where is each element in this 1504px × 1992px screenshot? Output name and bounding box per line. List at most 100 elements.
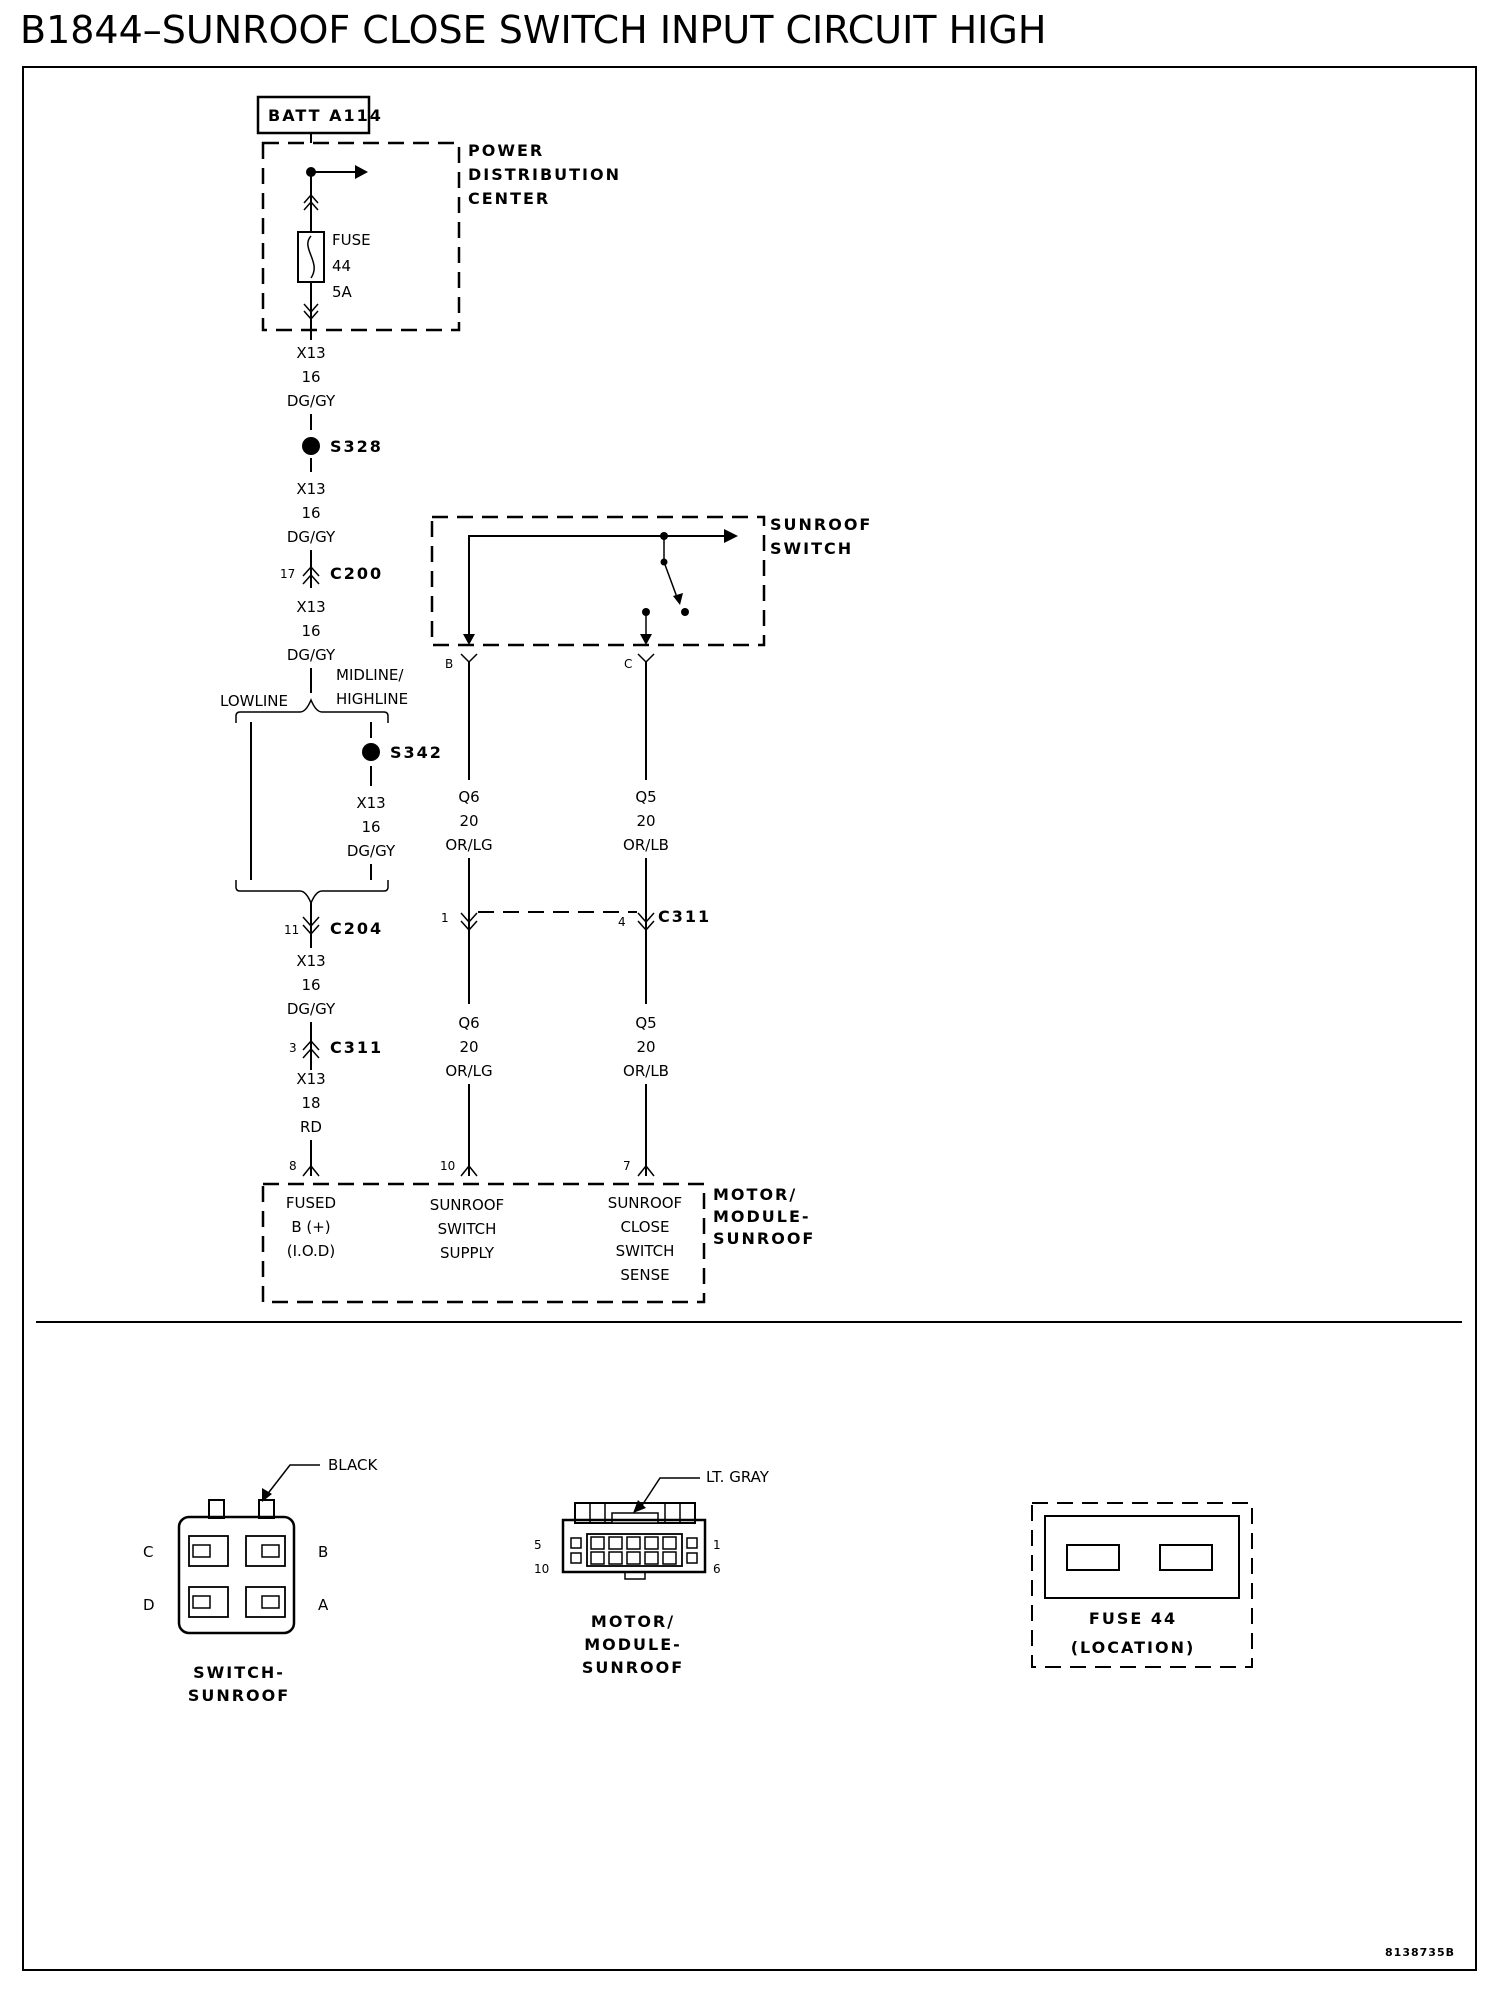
switch-key-right xyxy=(258,1499,275,1519)
fuse-location-view xyxy=(1031,1502,1253,1668)
c311-left-pin: 3 xyxy=(289,1041,297,1055)
fuse-label-2: 44 xyxy=(332,257,351,275)
motor-pin-5: 5 xyxy=(534,1538,542,1552)
switch-bus-arrow-icon xyxy=(463,634,475,645)
fuse-slot-right xyxy=(1159,1544,1213,1571)
q6-lower-2: 20 xyxy=(459,1038,478,1056)
motor-cavity-r2-3 xyxy=(626,1551,641,1565)
q6-lower-1: Q6 xyxy=(458,1014,479,1032)
midline-label-1: MIDLINE/ xyxy=(336,666,404,684)
branch-brace-bottom xyxy=(235,880,389,905)
fuse-view-name-1: FUSE 44 xyxy=(1089,1609,1177,1628)
switch-cavity-b xyxy=(245,1535,286,1567)
c200-pin: 17 xyxy=(280,567,295,581)
switch-color-arrow-icon xyxy=(262,1488,272,1502)
motor-pin-10: 10 xyxy=(534,1562,549,1576)
motor-cavity-r2-4 xyxy=(644,1551,659,1565)
motor-cavity-1 xyxy=(686,1537,698,1549)
switch-view-name-1: SWITCH- xyxy=(193,1663,285,1682)
batt-label: BATT A114 xyxy=(268,106,383,125)
batt-box xyxy=(256,95,371,135)
switch-label-2: SWITCH xyxy=(770,539,853,558)
switch-cavity-d xyxy=(188,1586,229,1618)
pdc-connector-icon xyxy=(303,193,319,211)
pdc-label-3: CENTER xyxy=(468,189,550,208)
q5-upper-1: Q5 xyxy=(635,788,656,806)
fuse-element xyxy=(307,235,315,279)
sw-pin-c: C xyxy=(624,657,632,671)
c200-label: C200 xyxy=(330,564,383,583)
lowline-label: LOWLINE xyxy=(220,692,288,710)
splice-s328 xyxy=(302,437,320,455)
c204-label: C204 xyxy=(330,919,383,938)
switch-label-1: SUNROOF xyxy=(770,515,872,534)
switch-terminal-a xyxy=(261,1595,280,1609)
motor-cavity-5 xyxy=(570,1537,582,1549)
motor-connector-view xyxy=(561,1477,707,1580)
module-label-2: MODULE- xyxy=(713,1207,811,1226)
switch-view-name-2: SUNROOF xyxy=(188,1686,290,1705)
splice-s342 xyxy=(362,743,380,761)
switch-color-label: BLACK xyxy=(328,1456,378,1474)
module-supply-2: SWITCH xyxy=(438,1220,497,1238)
mod-pin-8-icon xyxy=(302,1164,320,1177)
sw-pin-b-icon xyxy=(460,653,478,664)
x13-e-3: DG/GY xyxy=(287,1000,336,1018)
fuse-label-1: FUSE xyxy=(332,231,371,249)
motor-cavity-r2-2 xyxy=(608,1551,623,1565)
switch-contact-1 xyxy=(681,608,689,616)
switch-key-left xyxy=(208,1499,225,1519)
x13-f-1: X13 xyxy=(296,1070,325,1088)
q5-upper-3: OR/LB xyxy=(623,836,669,854)
motor-cavity-r1-3 xyxy=(626,1536,641,1550)
switch-contact-arrow-icon xyxy=(640,634,652,645)
pdc-arrow-icon xyxy=(355,165,368,179)
x13-a-3: DG/GY xyxy=(287,392,336,410)
module-fused-1: FUSED xyxy=(286,1194,336,1212)
motor-view-name-1: MOTOR/ xyxy=(591,1612,675,1631)
branch-brace-top xyxy=(235,698,389,723)
motor-cavity-block xyxy=(586,1533,683,1567)
x13-c-1: X13 xyxy=(296,598,325,616)
module-sense-2: CLOSE xyxy=(620,1218,669,1236)
c311-mid-pin-1: 1 xyxy=(441,911,449,925)
mod-pin-7: 7 xyxy=(623,1159,631,1173)
q5-lower-1: Q5 xyxy=(635,1014,656,1032)
motor-pin-6: 6 xyxy=(713,1562,721,1576)
x13-e-1: X13 xyxy=(296,952,325,970)
c311-q5-connector-icon xyxy=(637,912,655,932)
c311-left-label: C311 xyxy=(330,1038,383,1057)
x13-f-2: 18 xyxy=(301,1094,320,1112)
module-sense-1: SUNROOF xyxy=(608,1194,682,1212)
switch-blade-arrow-icon xyxy=(673,593,683,605)
sw-pin-c-icon xyxy=(637,653,655,664)
c311-mid-pin-4: 4 xyxy=(618,915,626,929)
mod-pin-10: 10 xyxy=(440,1159,455,1173)
q5-upper-2: 20 xyxy=(636,812,655,830)
s342-label: S342 xyxy=(390,743,443,762)
c204-pin: 11 xyxy=(284,923,299,937)
mod-pin-8: 8 xyxy=(289,1159,297,1173)
motor-color-arrow-icon xyxy=(633,1500,646,1513)
switch-terminal-b xyxy=(261,1544,280,1558)
motor-pin-1: 1 xyxy=(713,1538,721,1552)
fuse-location-box xyxy=(1031,1502,1253,1668)
module-sense-4: SENSE xyxy=(620,1266,669,1284)
x13-a-1: X13 xyxy=(296,344,325,362)
x13-f-3: RD xyxy=(300,1118,322,1136)
fuse-slot-left xyxy=(1066,1544,1120,1571)
fuse-view-name-2: (LOCATION) xyxy=(1071,1638,1196,1657)
module-supply-1: SUNROOF xyxy=(430,1196,504,1214)
switch-bus xyxy=(468,535,726,640)
module-sense-3: SWITCH xyxy=(616,1242,675,1260)
x13-c-3: DG/GY xyxy=(287,646,336,664)
module-label-1: MOTOR/ xyxy=(713,1185,797,1204)
q5-lower-2: 20 xyxy=(636,1038,655,1056)
x13-b-1: X13 xyxy=(296,480,325,498)
switch-pin-c: C xyxy=(143,1543,153,1561)
motor-color-label: LT. GRAY xyxy=(706,1468,770,1486)
switch-color-leader xyxy=(265,1464,320,1497)
module-fused-3: (I.O.D) xyxy=(287,1242,335,1260)
fuse-label-3: 5A xyxy=(332,283,353,301)
c311-q6-connector-icon xyxy=(460,912,478,932)
